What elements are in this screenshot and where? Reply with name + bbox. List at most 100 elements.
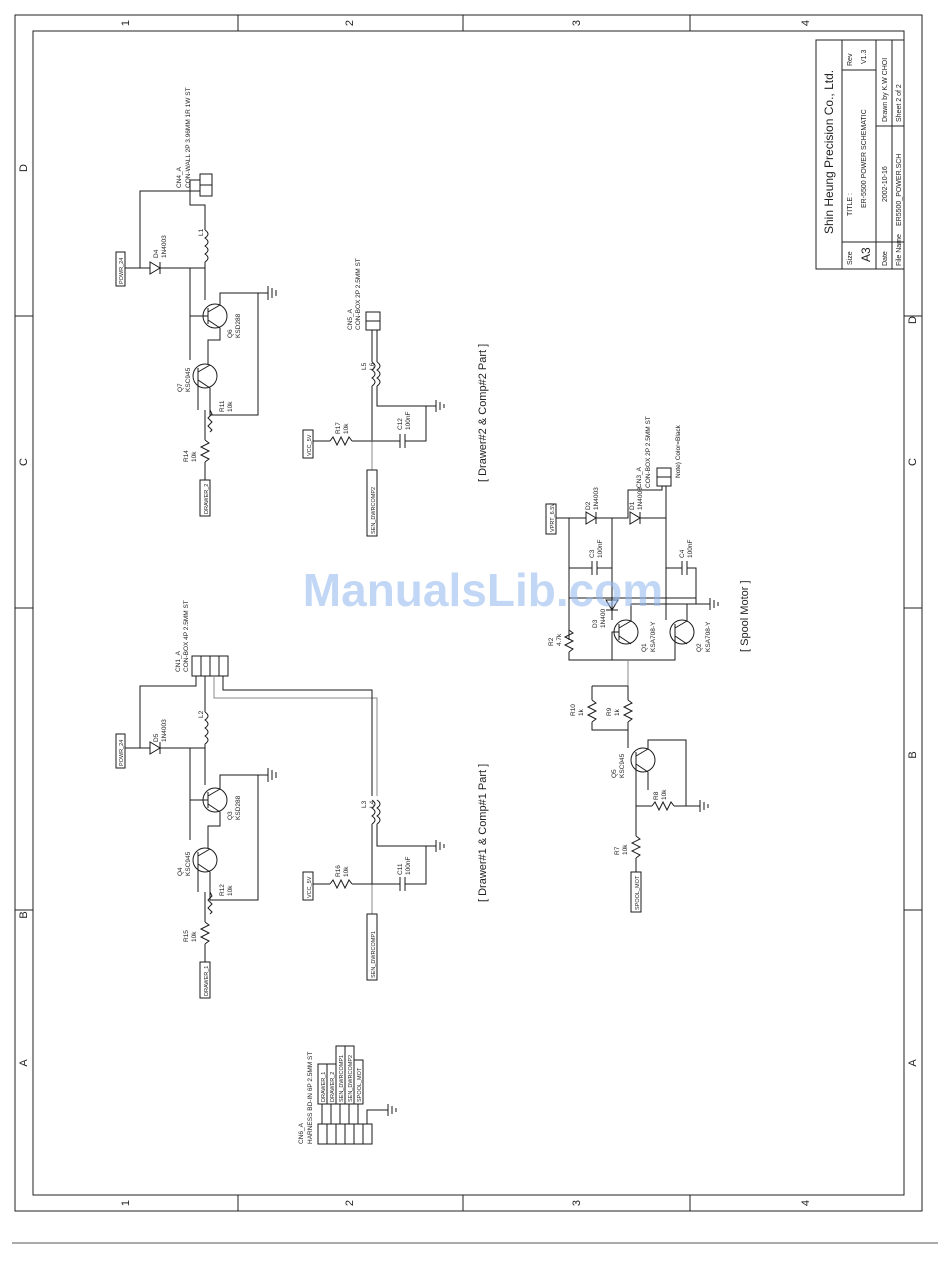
c11-ref: C11 bbox=[397, 863, 404, 875]
r16-val: 10k bbox=[343, 866, 350, 877]
r9-resistor bbox=[622, 699, 634, 723]
zone-col-top-4: 4 bbox=[800, 20, 812, 26]
cn4-desc: CON-WALL 2P 3.96MM 1R 1W ST bbox=[185, 87, 192, 188]
r10-resistor bbox=[586, 699, 598, 723]
r11-resistor bbox=[207, 409, 213, 433]
harness-net-5: SPOOL_MOT bbox=[357, 1067, 363, 1102]
l5-ref: L5 bbox=[361, 362, 368, 370]
q4-ref: Q4 bbox=[177, 867, 184, 876]
zone-col-bot-3: 3 bbox=[571, 1200, 583, 1206]
sensor2-circuit: CN5_A CON-BOX 2P 2.5MM ST L5 L6 SEN_DWRC… bbox=[302, 258, 445, 537]
q2-transistor bbox=[669, 619, 695, 645]
r8-val: 10k bbox=[661, 789, 668, 800]
q1-ref: Q1 bbox=[641, 643, 648, 652]
drawer1-tag bbox=[199, 961, 211, 999]
d4-val: 1N4003 bbox=[161, 235, 168, 258]
date-label: Date bbox=[882, 251, 889, 266]
file-name: ER5500_POWER.SCH bbox=[896, 154, 903, 226]
spool-mot-tag bbox=[630, 871, 642, 913]
q5-transistor bbox=[630, 747, 656, 773]
r15-val: 10k bbox=[191, 931, 198, 942]
q6-ref: Q6 bbox=[227, 329, 234, 338]
q5-ref: Q5 bbox=[611, 769, 618, 778]
r14-resistor bbox=[199, 439, 211, 463]
q7-transistor bbox=[192, 363, 218, 389]
r15-resistor bbox=[199, 921, 211, 945]
rev-value: V1.3 bbox=[861, 49, 868, 64]
r9-val: 1k bbox=[614, 708, 621, 716]
r10-val: 1k bbox=[578, 708, 585, 716]
zone-col-top-1: 1 bbox=[120, 20, 132, 26]
r17-ref: R17 bbox=[335, 422, 342, 434]
size-label: Size bbox=[847, 251, 854, 265]
d4-diode bbox=[149, 261, 161, 275]
r10-ref: R10 bbox=[570, 704, 577, 716]
zone-row-left-c: C bbox=[18, 458, 30, 466]
l4-ref: L4 bbox=[369, 800, 376, 808]
vprt-tag bbox=[545, 503, 557, 535]
spool-motor-circuit: CN3_A CON-BOX 2P 2.5MM ST Note) Color=Bl… bbox=[545, 416, 719, 913]
sen1-net-label: SEN_DWRCOMP1 bbox=[371, 931, 377, 978]
rev-label: Rev bbox=[847, 53, 854, 66]
d3-ref: D3 bbox=[592, 619, 599, 628]
cn3-note: Note) Color=Black bbox=[675, 424, 682, 478]
c4-val: 100nF bbox=[687, 540, 694, 558]
title-label: TITLE : bbox=[847, 193, 854, 216]
company-name: Shin Heung Precision Co., Ltd. bbox=[822, 70, 836, 234]
zone-row-right-a: A bbox=[907, 1059, 919, 1067]
d1-diode bbox=[629, 511, 641, 525]
d1-ref: D1 bbox=[629, 501, 636, 510]
d5-ref: D5 bbox=[153, 733, 160, 742]
section-drawer2: [ Drawer#2 & Comp#2 Part ] bbox=[477, 344, 489, 482]
q5-val: KSC945 bbox=[619, 753, 626, 778]
zone-col-bot-4: 4 bbox=[800, 1200, 812, 1206]
r12-resistor bbox=[207, 891, 213, 915]
q4-transistor bbox=[192, 847, 218, 873]
r7-ref: R7 bbox=[614, 846, 621, 855]
l3-ref: L3 bbox=[361, 800, 368, 808]
sen1-tag bbox=[366, 913, 378, 981]
sensor1-circuit: L3 L4 SEN_DWRCOMP1 VCC_5V R16 10k C11 10… bbox=[302, 799, 445, 981]
r8-resistor bbox=[651, 800, 675, 812]
section-spool-motor: [ Spool Motor ] bbox=[739, 580, 751, 652]
zone-row-left-b: B bbox=[18, 911, 30, 918]
cn1-desc: CON-BOX 4P 2.5MM ST bbox=[183, 600, 190, 672]
zone-row-right-b: B bbox=[907, 751, 919, 758]
zone-row-right-c: C bbox=[907, 458, 919, 466]
r14-val: 10k bbox=[191, 451, 198, 462]
cn5-desc: CON-BOX 2P 2.5MM ST bbox=[355, 258, 362, 330]
c3-ref: C3 bbox=[589, 549, 596, 558]
q2-val: KSA708-Y bbox=[705, 621, 712, 652]
q3-val: KSD288 bbox=[235, 795, 242, 820]
harness-net-4: SEN_DWRCOMP2 bbox=[348, 1055, 354, 1102]
d5-val: 1N4003 bbox=[161, 719, 168, 742]
manualslib-watermark: ManualsLib.com bbox=[303, 564, 663, 616]
cn3-ref: CN3_A bbox=[636, 466, 643, 488]
l1-ref: L1 bbox=[198, 228, 205, 236]
sen2-net-label: SEN_DWRCOMP2 bbox=[371, 487, 377, 534]
l3-l4-inductor bbox=[371, 799, 376, 825]
cn3-desc: CON-BOX 2P 2.5MM ST bbox=[645, 416, 652, 488]
zone-labels: 1 2 3 4 1 2 3 4 D C B A D C B A bbox=[18, 20, 919, 1206]
zone-col-bot-1: 1 bbox=[120, 1200, 132, 1206]
vcc-top-label: VCC_5V bbox=[307, 434, 313, 456]
r7-resistor bbox=[630, 835, 642, 859]
cn1-ref: CN1_A bbox=[175, 650, 182, 672]
r15-ref: R15 bbox=[183, 930, 190, 942]
q7-val: KSC945 bbox=[185, 367, 192, 392]
q6-val: KSD288 bbox=[235, 313, 242, 338]
schematic-title: ER-5500 POWER SCHEMATIC bbox=[861, 109, 868, 208]
drawer2-net-label: DRAWER_2 bbox=[204, 484, 210, 514]
harness-net-1: DRAWER_1 bbox=[321, 1072, 327, 1102]
cn6-harness: CN6_A HARNESS BD-IN 6P 2.5MM ST DRAWER_1… bbox=[298, 1045, 397, 1145]
d3-diode bbox=[605, 599, 619, 611]
r17-val: 10k bbox=[343, 423, 350, 434]
powr24-top-tag bbox=[115, 251, 126, 287]
zone-row-left-d: D bbox=[18, 164, 30, 172]
cn6-ref: CN6_A bbox=[298, 1122, 305, 1144]
c11-val: 100nF bbox=[405, 857, 412, 875]
size-value: A3 bbox=[859, 247, 873, 262]
vcc-mid-tag bbox=[302, 871, 314, 901]
date-value: 2002-10-16 bbox=[882, 166, 889, 202]
q3-ref: Q3 bbox=[227, 811, 234, 820]
